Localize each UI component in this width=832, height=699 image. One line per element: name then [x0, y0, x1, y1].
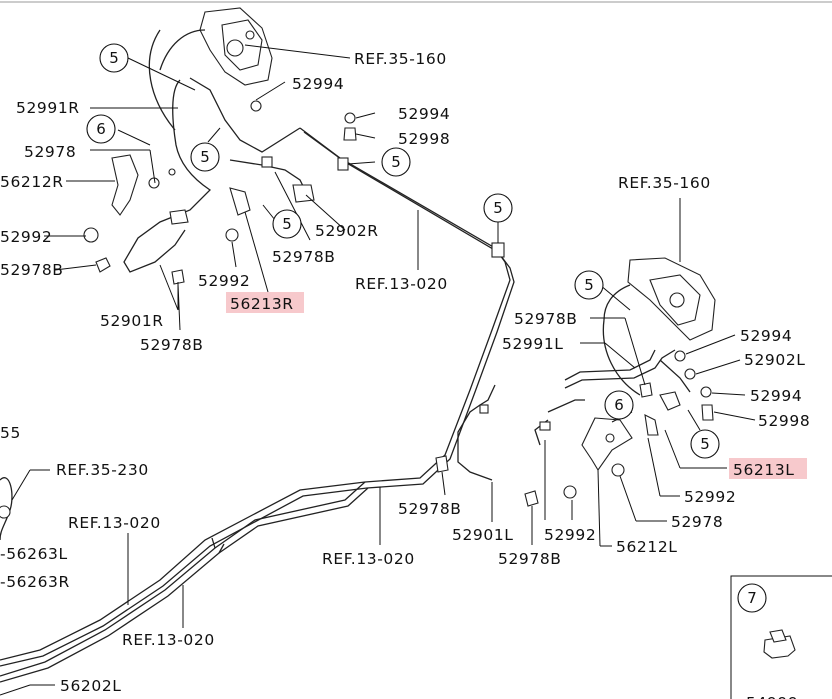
- callout-7[interactable]: 7: [737, 583, 767, 613]
- label-56212l[interactable]: 56212L: [616, 538, 678, 556]
- label-ref-13-020-d[interactable]: REF.13-020: [122, 631, 215, 649]
- label-52994-c[interactable]: 52994: [740, 327, 792, 345]
- callout-5-d-text: 5: [282, 215, 292, 233]
- callout-6-a-text: 6: [96, 120, 106, 138]
- label-52901r[interactable]: 52901R: [100, 312, 164, 330]
- leader-lines: [0, 44, 756, 696]
- clip-part-icon: [763, 629, 796, 659]
- callout-6-b-text: 6: [614, 396, 624, 414]
- label-ref-35-160-a[interactable]: REF.35-160: [354, 50, 447, 68]
- label-52978b-f[interactable]: 52978B: [498, 550, 562, 568]
- right-hand-caliper: [199, 7, 273, 86]
- label-56212r[interactable]: 56212R: [0, 173, 64, 191]
- label-ref-13-020-c[interactable]: REF.13-020: [322, 550, 415, 568]
- label-52992-b[interactable]: 52992: [198, 272, 250, 290]
- label-52994-b[interactable]: 52994: [398, 105, 450, 123]
- label-55[interactable]: 55: [0, 424, 21, 442]
- lh-dust-arc2: [603, 284, 631, 321]
- label-52992-a[interactable]: 52992: [0, 228, 52, 246]
- callout-5-b[interactable]: 5: [190, 142, 220, 172]
- callout-5-g-text: 5: [700, 435, 710, 453]
- label-56263l[interactable]: -56263L: [0, 545, 68, 563]
- label-52901l[interactable]: 52901L: [452, 526, 514, 544]
- label-ref-35-230[interactable]: REF.35-230: [56, 461, 149, 479]
- callout-7-text: 7: [747, 589, 757, 607]
- label-52992-d[interactable]: 52992: [544, 526, 596, 544]
- lh-flex-hose: [457, 349, 691, 481]
- label-52998-a[interactable]: 52998: [398, 130, 450, 148]
- label-52991r[interactable]: 52991R: [16, 99, 80, 117]
- label-52998-b[interactable]: 52998: [758, 412, 810, 430]
- lh-fittings: [435, 350, 714, 507]
- label-52902l[interactable]: 52902L: [744, 351, 806, 369]
- rh-dust-arc: [148, 29, 176, 131]
- callout-5-b-text: 5: [200, 148, 210, 166]
- callout-5-c-text: 5: [391, 153, 401, 171]
- callout-5-g[interactable]: 5: [690, 429, 720, 459]
- label-52991l[interactable]: 52991L: [502, 335, 564, 353]
- label-56213r[interactable]: 56213R: [230, 295, 294, 313]
- callout-5-a-text: 5: [109, 49, 119, 67]
- rh-flex-hose: [123, 77, 306, 273]
- label-52978b-d[interactable]: 52978B: [514, 310, 578, 328]
- label-part-7[interactable]: 54999: [746, 694, 798, 699]
- callout-5-a[interactable]: 5: [99, 43, 129, 73]
- label-56263r[interactable]: -56263R: [0, 573, 70, 591]
- label-52902r[interactable]: 52902R: [315, 222, 379, 240]
- inset-part-7: 7: [730, 575, 832, 699]
- callout-5-e[interactable]: 5: [483, 193, 513, 223]
- main-brake-pipes: [0, 127, 515, 683]
- left-edge-mount: [0, 477, 13, 541]
- highlight-56213l: [729, 458, 807, 479]
- label-56213l[interactable]: 56213L: [733, 461, 795, 479]
- callout-5-f[interactable]: 5: [574, 270, 604, 300]
- label-52994-d[interactable]: 52994: [750, 387, 802, 405]
- left-hand-caliper: [627, 257, 716, 341]
- callout-5-f-text: 5: [584, 276, 594, 294]
- callout-5-e-text: 5: [493, 199, 503, 217]
- callout-6-b[interactable]: 6: [604, 390, 634, 420]
- rh-dust-arc2: [159, 29, 206, 71]
- label-52978-a[interactable]: 52978: [24, 143, 76, 161]
- label-52978b-a[interactable]: 52978B: [0, 261, 64, 279]
- callout-5-d[interactable]: 5: [272, 209, 302, 239]
- highlight-56213r: [226, 292, 304, 313]
- callout-6-a[interactable]: 6: [86, 114, 116, 144]
- label-ref-13-020-b[interactable]: REF.13-020: [68, 514, 161, 532]
- label-52978b-b[interactable]: 52978B: [272, 248, 336, 266]
- label-52978-b[interactable]: 52978: [671, 513, 723, 531]
- lh-dust-arc: [602, 319, 641, 396]
- callout-5-c[interactable]: 5: [381, 147, 411, 177]
- label-56202l[interactable]: 56202L: [60, 677, 122, 695]
- label-52994-a[interactable]: 52994: [292, 75, 344, 93]
- label-52978b-e[interactable]: 52978B: [398, 500, 462, 518]
- label-52978b-c[interactable]: 52978B: [140, 336, 204, 354]
- label-52992-c[interactable]: 52992: [684, 488, 736, 506]
- label-ref-13-020-a[interactable]: REF.13-020: [355, 275, 448, 293]
- label-ref-35-160-b[interactable]: REF.35-160: [618, 174, 711, 192]
